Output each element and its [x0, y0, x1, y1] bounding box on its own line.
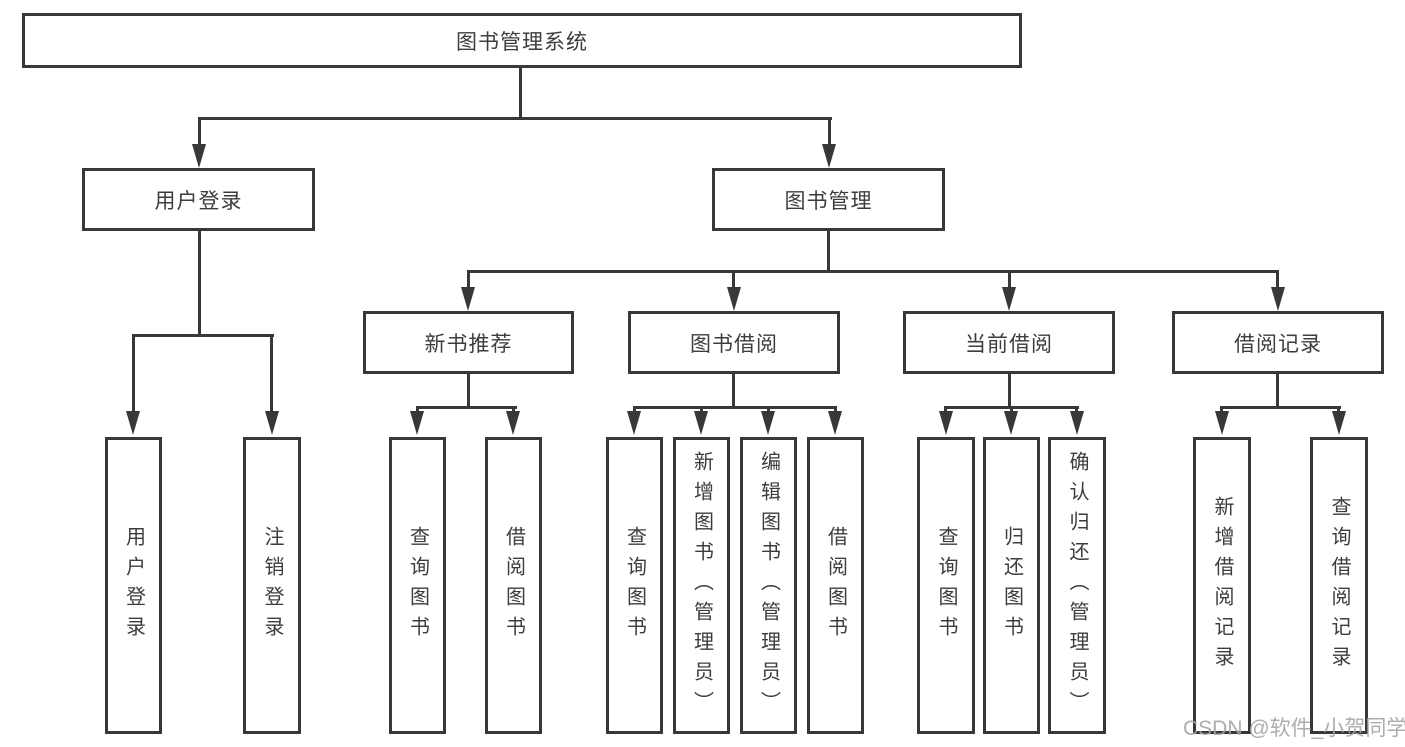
node-return-book-label: 归还图书 — [1000, 525, 1023, 646]
connector-line — [416, 406, 419, 414]
connector-line — [512, 406, 515, 414]
node-add-borrow-record-label: 新增借阅记录 — [1211, 495, 1233, 676]
connector-line — [270, 334, 273, 412]
node-user-login-action-label: 用户登录 — [122, 525, 145, 646]
connector-line — [198, 117, 832, 120]
node-book-management: 图书管理 — [712, 168, 945, 231]
node-new-book-recommend-label: 新书推荐 — [424, 332, 513, 356]
node-new-book-recommend: 新书推荐 — [363, 311, 574, 374]
node-return-book: 归还图书 — [983, 437, 1040, 734]
connector-line — [700, 406, 703, 414]
connector-line — [827, 231, 830, 273]
arrowhead-icon — [1070, 411, 1084, 435]
connector-line — [416, 406, 517, 409]
node-borrow-book-1-label: 借阅图书 — [502, 525, 525, 646]
node-user-login: 用户登录 — [82, 168, 315, 231]
connector-line — [1276, 374, 1279, 409]
node-add-book-admin: 新增图书（管理员） — [673, 437, 730, 734]
connector-line — [1276, 270, 1279, 289]
arrowhead-icon — [627, 411, 641, 435]
connector-line — [198, 117, 201, 147]
connector-line — [1075, 406, 1078, 414]
node-add-book-admin-label: 新增图书（管理员） — [690, 450, 713, 721]
arrowhead-icon — [192, 144, 206, 168]
connector-line — [633, 406, 837, 409]
arrowhead-icon — [1004, 411, 1018, 435]
connector-line — [1337, 406, 1340, 414]
connector-line — [467, 270, 470, 289]
node-borrow-record: 借阅记录 — [1172, 311, 1384, 374]
arrowhead-icon — [828, 411, 842, 435]
connector-line — [132, 334, 274, 337]
node-query-book-3-label: 查询图书 — [935, 525, 957, 646]
connector-line — [519, 68, 522, 120]
node-root: 图书管理系统 — [22, 13, 1022, 68]
node-query-book-2: 查询图书 — [606, 437, 663, 734]
node-logout-action: 注销登录 — [243, 437, 301, 734]
node-book-borrow: 图书借阅 — [628, 311, 840, 374]
connector-line — [732, 270, 735, 289]
node-borrow-record-label: 借阅记录 — [1234, 332, 1322, 356]
node-query-book-1: 查询图书 — [389, 437, 446, 734]
node-confirm-return-admin-label: 确认归还（管理员） — [1066, 450, 1088, 721]
arrowhead-icon — [1271, 287, 1285, 311]
node-borrow-book-1: 借阅图书 — [485, 437, 542, 734]
connector-line — [1008, 270, 1011, 289]
arrowhead-icon — [939, 411, 953, 435]
node-confirm-return-admin: 确认归还（管理员） — [1048, 437, 1106, 734]
connector-line — [1008, 374, 1011, 409]
node-book-borrow-label: 图书借阅 — [690, 332, 778, 356]
connector-line — [132, 334, 135, 412]
node-query-borrow-record-label: 查询借阅记录 — [1328, 495, 1350, 676]
node-root-label: 图书管理系统 — [456, 30, 588, 54]
arrowhead-icon — [410, 411, 424, 435]
node-edit-book-admin: 编辑图书（管理员） — [740, 437, 797, 734]
node-edit-book-admin-label: 编辑图书（管理员） — [757, 450, 780, 721]
node-query-book-3: 查询图书 — [917, 437, 975, 734]
connector-line — [944, 406, 947, 414]
node-logout-action-label: 注销登录 — [261, 525, 283, 646]
arrowhead-icon — [1002, 287, 1016, 311]
connector-line — [467, 270, 1279, 273]
arrowhead-icon — [1332, 411, 1346, 435]
node-borrow-book-2: 借阅图书 — [807, 437, 864, 734]
connector-line — [828, 117, 831, 147]
arrowhead-icon — [822, 144, 836, 168]
connector-line — [732, 374, 735, 409]
connector-line — [1010, 406, 1013, 414]
connector-line — [1220, 406, 1341, 409]
arrowhead-icon — [265, 411, 279, 435]
connector-line — [1220, 406, 1223, 414]
arrowhead-icon — [126, 411, 140, 435]
node-current-borrow-label: 当前借阅 — [965, 332, 1053, 356]
arrowhead-icon — [727, 287, 741, 311]
node-query-book-1-label: 查询图书 — [406, 525, 429, 646]
connector-line — [467, 374, 470, 409]
connector-line — [633, 406, 636, 414]
node-current-borrow: 当前借阅 — [903, 311, 1115, 374]
connector-line — [198, 231, 201, 337]
node-query-book-2-label: 查询图书 — [623, 525, 646, 646]
arrowhead-icon — [761, 411, 775, 435]
connector-line — [834, 406, 837, 414]
connector-line — [767, 406, 770, 414]
node-query-borrow-record: 查询借阅记录 — [1310, 437, 1368, 734]
watermark-text: CSDN @软件_小贺同学 — [1183, 717, 1405, 740]
node-add-borrow-record: 新增借阅记录 — [1193, 437, 1251, 734]
node-borrow-book-2-label: 借阅图书 — [824, 525, 847, 646]
node-user-login-label: 用户登录 — [154, 189, 243, 213]
arrowhead-icon — [694, 411, 708, 435]
arrowhead-icon — [1215, 411, 1229, 435]
arrowhead-icon — [506, 411, 520, 435]
arrowhead-icon — [461, 287, 475, 311]
node-book-management-label: 图书管理 — [784, 189, 873, 213]
node-user-login-action: 用户登录 — [105, 437, 162, 734]
